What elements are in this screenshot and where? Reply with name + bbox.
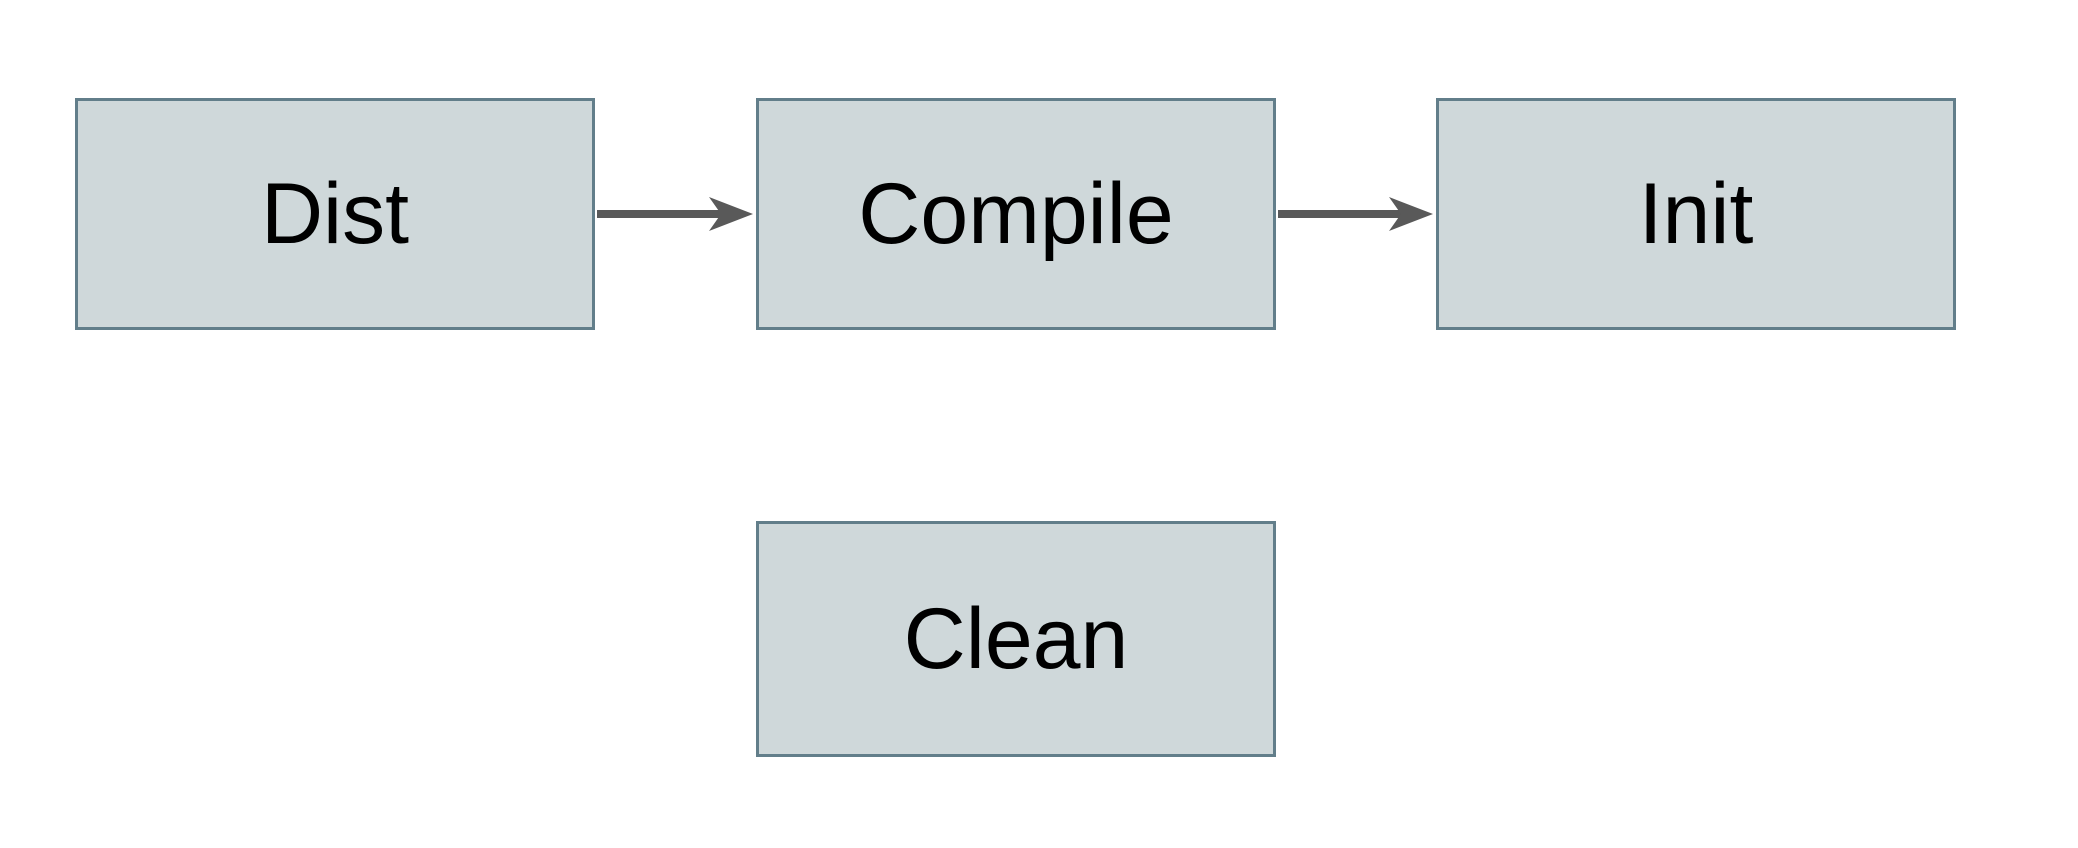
- node-compile-label: Compile: [858, 166, 1174, 262]
- arrow-compile-to-init: [1278, 197, 1433, 231]
- node-clean: Clean: [756, 521, 1276, 757]
- node-clean-label: Clean: [903, 591, 1129, 687]
- node-init: Init: [1436, 98, 1956, 330]
- arrow-dist-to-compile: [597, 197, 753, 231]
- node-init-label: Init: [1638, 166, 1754, 262]
- node-compile: Compile: [756, 98, 1276, 330]
- node-dist: Dist: [75, 98, 595, 330]
- node-dist-label: Dist: [260, 166, 410, 262]
